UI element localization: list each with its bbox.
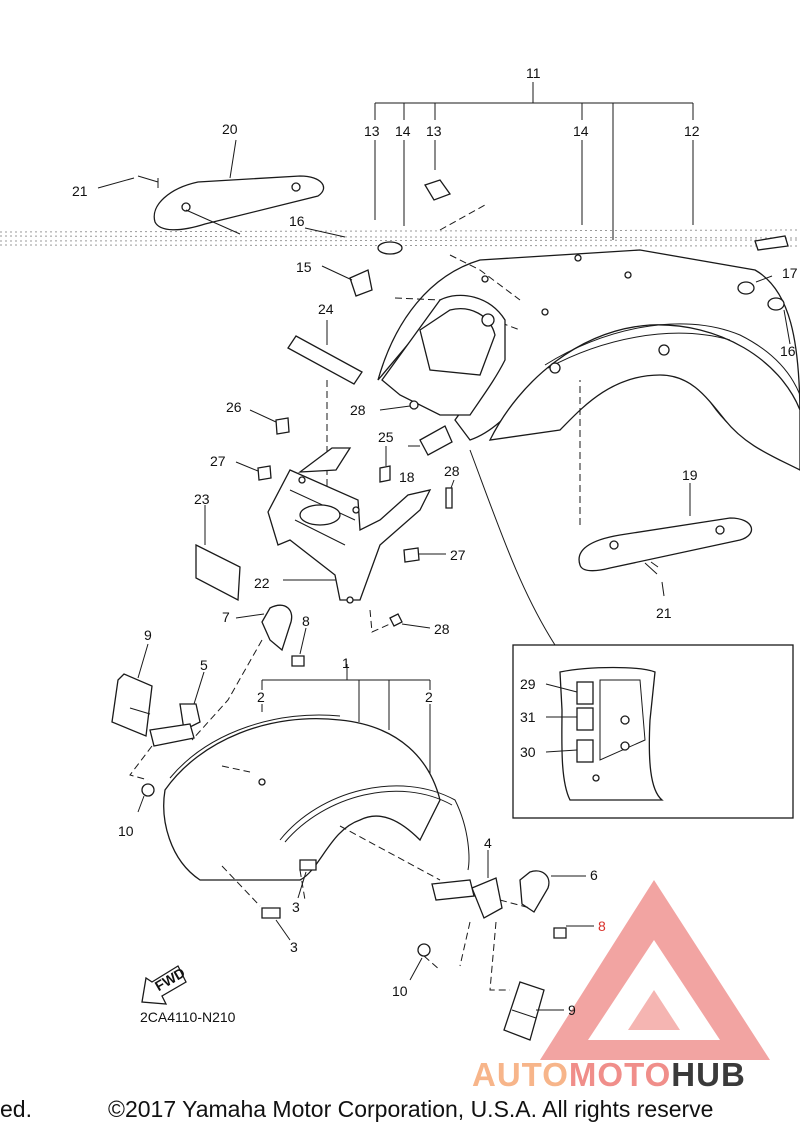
callout-8b: 8 (598, 918, 606, 934)
callout-3a: 3 (292, 899, 300, 915)
watermark-triangle-icon (540, 880, 770, 1060)
callout-28c: 28 (434, 621, 450, 637)
callout-19: 19 (682, 467, 698, 483)
callout-8a: 8 (302, 613, 310, 629)
leader-10-lower (409, 957, 423, 981)
part-20-side-trim (97, 139, 325, 235)
part-1-front-fender (163, 664, 470, 907)
small-pads (235, 409, 446, 563)
scan-noise-band (0, 229, 800, 247)
part-23-plate (195, 505, 241, 602)
watermark-hub: HUB (671, 1056, 746, 1093)
callout-25: 25 (378, 429, 394, 445)
part-19-side-trim (578, 380, 752, 597)
callout-9b: 9 (568, 1002, 576, 1018)
part-7-bracket (191, 604, 307, 741)
callout-16b: 16 (780, 343, 796, 359)
watermark-moto: MOTO (568, 1056, 672, 1093)
callout-13b: 13 (426, 123, 442, 139)
callout-29: 29 (520, 676, 536, 692)
callout-21a: 21 (72, 183, 88, 199)
callout-6: 6 (590, 867, 598, 883)
callout-21b: 21 (656, 605, 672, 621)
part-bracket-upper (381, 294, 506, 456)
copyright-notice: ©2017 Yamaha Motor Corporation, U.S.A. A… (108, 1096, 714, 1122)
callout-16a: 16 (289, 213, 305, 229)
callout-9a: 9 (144, 627, 152, 643)
part-4-bracket (339, 825, 594, 991)
inset-detail (512, 644, 794, 819)
callout-4: 4 (484, 835, 492, 851)
callout-22: 22 (254, 575, 270, 591)
callout-13a: 13 (364, 123, 380, 139)
callout-26: 26 (226, 399, 242, 415)
callout-23: 23 (194, 491, 210, 507)
part-9-reflector-lower (503, 981, 564, 1041)
callout-28b: 28 (444, 463, 460, 479)
inset-leader (469, 449, 556, 646)
screws-3 (261, 859, 317, 941)
callout-5: 5 (200, 657, 208, 673)
callout-17: 17 (782, 265, 798, 281)
callout-2b: 2 (425, 689, 433, 705)
callout-3b: 3 (290, 939, 298, 955)
callout-27b: 27 (450, 547, 466, 563)
callout-27a: 27 (210, 453, 226, 469)
callout-20: 20 (222, 121, 238, 137)
callout-bracket-11 (374, 82, 694, 240)
part-24-strip (287, 320, 363, 490)
part-9-reflector-upper (111, 643, 205, 813)
callout-31: 31 (520, 709, 536, 725)
diagram-code: 2CA4110-N210 (140, 1009, 236, 1025)
callout-2a: 2 (257, 689, 265, 705)
callout-15: 15 (296, 259, 312, 275)
small-parts-top (304, 179, 791, 345)
callout-30: 30 (520, 744, 536, 760)
callout-14a: 14 (395, 123, 411, 139)
callout-14b: 14 (573, 123, 589, 139)
callout-24: 24 (318, 301, 334, 317)
callout-18: 18 (399, 469, 415, 485)
screws-28 (369, 400, 455, 633)
callout-12: 12 (684, 123, 700, 139)
part-22-plate-holder (267, 447, 432, 604)
watermark-auto: AUTO (472, 1056, 569, 1093)
callout-11: 11 (526, 65, 541, 81)
callout-10a: 10 (118, 823, 134, 839)
callout-28a: 28 (350, 402, 366, 418)
callout-10b: 10 (392, 983, 408, 999)
watermark-text: AUTOMOTOHUB (472, 1056, 746, 1094)
callout-labels: 11 13 14 13 14 12 20 21 16 15 24 17 16 2… (72, 65, 798, 1018)
callout-7: 7 (222, 609, 230, 625)
copyright-fragment: ed. (0, 1096, 32, 1122)
fwd-arrow-icon: FWD (141, 964, 188, 1005)
callout-1: 1 (342, 655, 350, 671)
